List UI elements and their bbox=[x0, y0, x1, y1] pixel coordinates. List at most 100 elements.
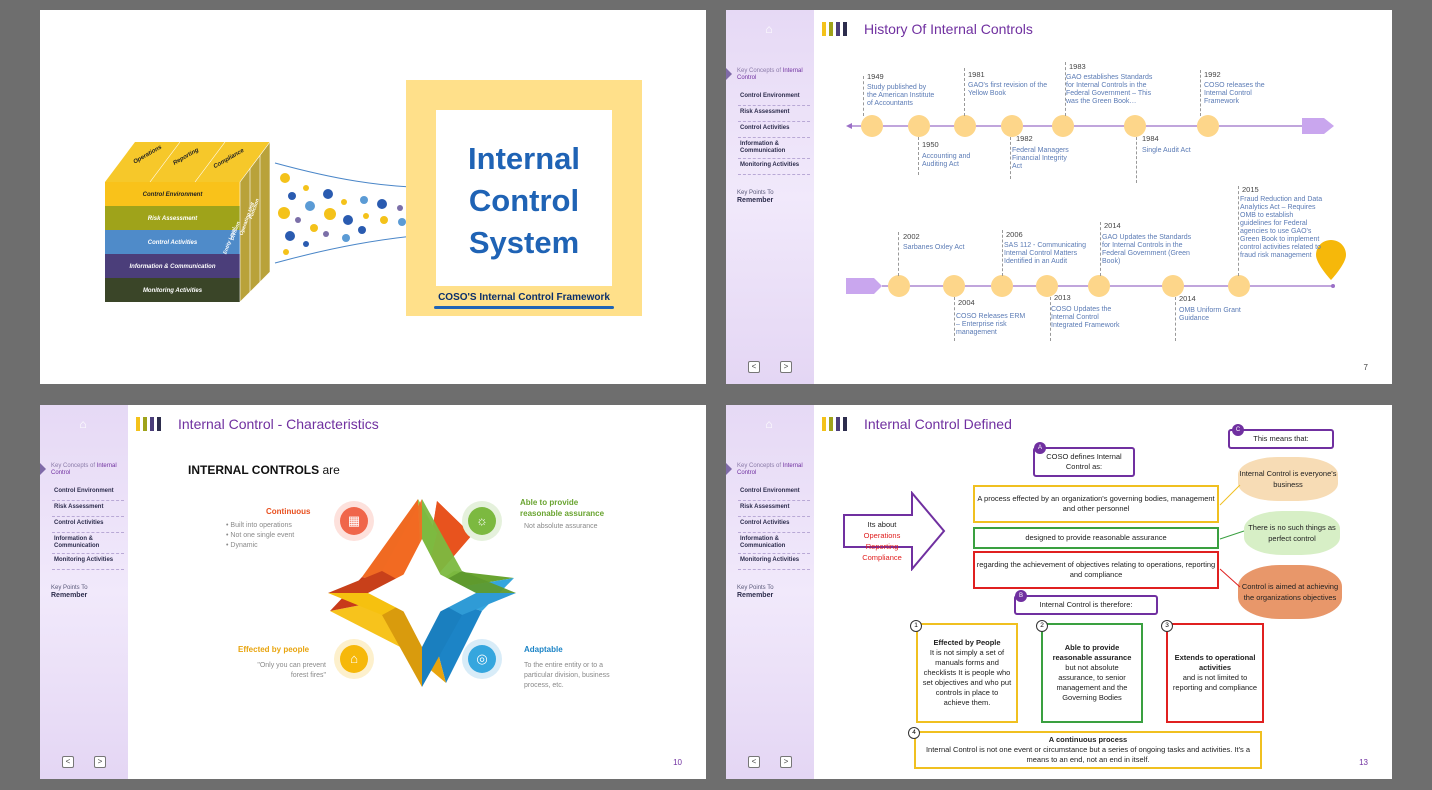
arrow-reporting: Reporting bbox=[865, 542, 899, 551]
event-year: 1983 bbox=[1069, 62, 1086, 71]
event-text: GAO Updates the Standards for Internal C… bbox=[1102, 234, 1192, 265]
key-concepts-highlight: Internal Control bbox=[51, 463, 117, 476]
point-2-text: but not absolute assurance, to senior ma… bbox=[1056, 663, 1128, 702]
event-text: COSO releases the Internal Control Frame… bbox=[1204, 82, 1265, 105]
sidebar-item-risk-assessment[interactable]: Risk Assessment bbox=[52, 501, 124, 517]
caption-underline bbox=[434, 306, 614, 309]
event-text: Single Audit Act bbox=[1142, 147, 1191, 154]
number-badge-2: 2 bbox=[1036, 620, 1048, 632]
sidebar-item-control-environment[interactable]: Control Environment bbox=[738, 485, 810, 501]
event-year: 1949 bbox=[867, 72, 884, 81]
timeline-dot bbox=[954, 115, 976, 137]
timeline-dot bbox=[943, 275, 965, 297]
slide-defined[interactable]: ⌂ Key Concepts of Internal Control Contr… bbox=[726, 405, 1392, 779]
prev-button[interactable]: < bbox=[748, 756, 760, 768]
key-concepts-link[interactable]: Key Concepts of Internal Control bbox=[737, 68, 814, 82]
sidebar: ⌂ Key Concepts of Internal Control Contr… bbox=[40, 405, 128, 779]
page-title: Internal Control Defined bbox=[864, 416, 1012, 432]
arrow-compliance: Compliance bbox=[862, 553, 902, 562]
home-icon[interactable]: ⌂ bbox=[765, 417, 773, 431]
key-points-bold: Remember bbox=[737, 592, 774, 599]
event-text: OMB Uniform Grant Guidance bbox=[1179, 307, 1241, 322]
prev-button[interactable]: < bbox=[748, 361, 760, 373]
timeline-dot bbox=[1162, 275, 1184, 297]
key-concepts-link[interactable]: Key Concepts of Internal Control bbox=[737, 463, 814, 477]
sidebar-item-monitoring-activities[interactable]: Monitoring Activities bbox=[52, 554, 124, 570]
cube-row-monitoring-activities: Monitoring Activities bbox=[142, 288, 203, 294]
key-concepts-highlight: Internal Control bbox=[737, 463, 803, 476]
sidebar-item-monitoring-activities[interactable]: Monitoring Activities bbox=[738, 554, 810, 570]
timeline-dot bbox=[1001, 115, 1023, 137]
definition-box-1: A process effected by an organization's … bbox=[973, 485, 1219, 523]
sidebar-item-risk-assessment[interactable]: Risk Assessment bbox=[738, 501, 810, 517]
next-button[interactable]: > bbox=[780, 361, 792, 373]
point-reasonable-assurance: Able to provide reasonable assurance but… bbox=[1041, 623, 1143, 723]
key-concepts-prefix: Key Concepts of bbox=[737, 68, 782, 74]
star-graphic bbox=[328, 499, 516, 687]
next-button[interactable]: > bbox=[780, 756, 792, 768]
adaptable-circle: ◎ bbox=[462, 639, 502, 679]
people-title: Effected by people bbox=[238, 645, 310, 654]
sidebar-item-control-activities[interactable]: Control Activities bbox=[738, 517, 810, 533]
sidebar-item-control-activities[interactable]: Control Activities bbox=[738, 122, 810, 138]
slide-history[interactable]: ⌂ Key Concepts of Internal Control Contr… bbox=[726, 10, 1392, 384]
people-text: "Only you can prevent forest fires" bbox=[257, 662, 326, 679]
slide-coso-framework[interactable]: Operations Reporting Compliance Control … bbox=[40, 10, 706, 384]
home-icon[interactable]: ⌂ bbox=[79, 417, 87, 431]
prev-button[interactable]: < bbox=[62, 756, 74, 768]
sidebar-item-monitoring-activities[interactable]: Monitoring Activities bbox=[738, 159, 810, 175]
event-text: Federal Managers Financial Integrity Act bbox=[1012, 147, 1069, 170]
event-year: 1984 bbox=[1142, 134, 1159, 143]
key-points-bold: Remember bbox=[737, 197, 774, 204]
point-4-text: Internal Control is not one event or cir… bbox=[925, 745, 1251, 764]
point-continuous-process: A continuous process Internal Control is… bbox=[914, 731, 1262, 769]
page-number: 10 bbox=[673, 758, 682, 767]
sidebar-item-control-activities[interactable]: Control Activities bbox=[52, 517, 124, 533]
timeline-dot bbox=[1052, 115, 1074, 137]
timeline-dot bbox=[991, 275, 1013, 297]
current-section-marker bbox=[726, 463, 732, 475]
cube-graphic bbox=[105, 141, 271, 303]
badge-b: B bbox=[1015, 590, 1027, 602]
sidebar-item-information-communication[interactable]: Information & Communication bbox=[52, 533, 124, 554]
assurance-text: Not absolute assurance bbox=[524, 523, 598, 530]
slide-characteristics[interactable]: ⌂ Key Concepts of Internal Control Contr… bbox=[40, 405, 706, 779]
continuous-item: Built into operations bbox=[230, 522, 292, 529]
current-section-marker bbox=[726, 68, 732, 80]
cube-row-information-communication: Information & Communication bbox=[129, 264, 216, 270]
coso-defines-box: COSO defines Internal Control as: bbox=[1033, 447, 1135, 477]
sidebar-item-control-environment[interactable]: Control Environment bbox=[738, 90, 810, 106]
home-icon[interactable]: ⌂ bbox=[765, 22, 773, 36]
key-concepts-link[interactable]: Key Concepts of Internal Control bbox=[51, 463, 128, 477]
event-text: COSO Updates the Internal Control Integr… bbox=[1051, 306, 1120, 329]
internal-control-system-title: Internal Control System bbox=[468, 141, 580, 260]
event-text: GAO's first revision of the Yellow Book bbox=[968, 82, 1048, 97]
assurance-title: Able to provide reasonable assurance bbox=[520, 498, 605, 518]
definition-box-2: designed to provide reasonable assurance bbox=[973, 527, 1219, 549]
adaptable-text: To the entire entity or to a particular … bbox=[524, 662, 610, 689]
point-1-title: Effected by People bbox=[933, 638, 1001, 647]
key-points-bold: Remember bbox=[51, 592, 88, 599]
event-year: 2015 bbox=[1242, 185, 1259, 194]
continuous-circle: ▦ bbox=[334, 501, 374, 541]
sidebar-item-risk-assessment[interactable]: Risk Assessment bbox=[738, 106, 810, 122]
characteristics-heading: INTERNAL CONTROLS are bbox=[188, 463, 340, 477]
key-points-prefix: Key Points To bbox=[737, 585, 774, 591]
title-bars-icon bbox=[822, 417, 847, 431]
location-pin-icon bbox=[1316, 240, 1346, 280]
continuous-title: Continuous bbox=[266, 507, 311, 516]
event-text: Fraud Reduction and Data Analytics Act –… bbox=[1240, 196, 1323, 259]
next-button[interactable]: > bbox=[94, 756, 106, 768]
cube-row-risk-assessment: Risk Assessment bbox=[147, 216, 198, 222]
sidebar-item-information-communication[interactable]: Information & Communication bbox=[738, 533, 810, 554]
sidebar-item-information-communication[interactable]: Information & Communication bbox=[738, 138, 810, 159]
sidebar-item-control-environment[interactable]: Control Environment bbox=[52, 485, 124, 501]
point-2-title: Able to provide reasonable assurance bbox=[1052, 643, 1132, 662]
timeline-dot bbox=[1088, 275, 1110, 297]
event-year: 2004 bbox=[958, 298, 975, 307]
page-title: History Of Internal Controls bbox=[864, 21, 1033, 37]
about-arrow-shape bbox=[843, 491, 946, 571]
